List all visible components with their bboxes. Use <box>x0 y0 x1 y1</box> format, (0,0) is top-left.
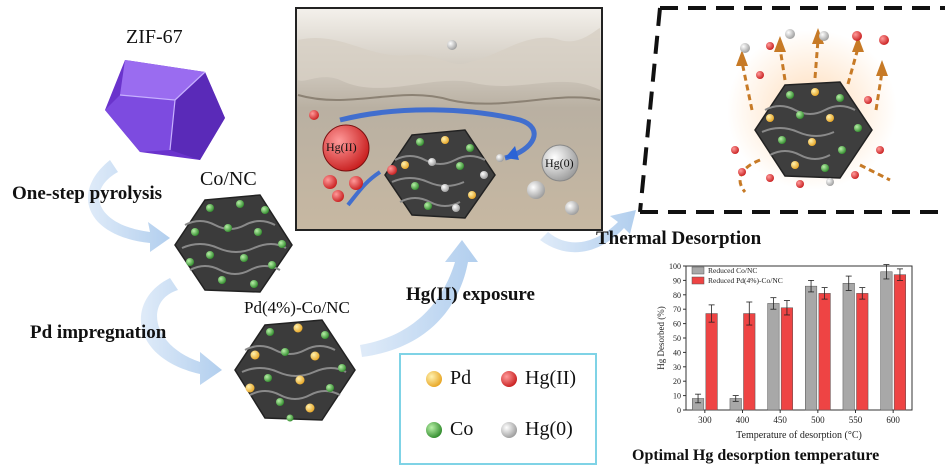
chart-bar-conc <box>805 286 817 410</box>
conc-particle <box>175 195 292 292</box>
chart-y-tick-label: 40 <box>673 348 681 357</box>
chart-x-tick-label: 550 <box>849 415 863 425</box>
liquid-panel <box>296 8 602 230</box>
desorption-particle <box>727 28 897 192</box>
legend-swatch-hg2 <box>501 371 517 387</box>
chart-y-tick-label: 80 <box>673 291 681 300</box>
chart-y-tick-label: 70 <box>673 305 681 314</box>
chart-legend-label: Reduced Pd(4%)-Co/NC <box>708 276 783 285</box>
chart-bar-pdconc <box>706 314 718 410</box>
chart-bar-conc <box>843 283 855 410</box>
pyrolysis-label: One-step pyrolysis <box>12 183 162 205</box>
hg2-bubble-label: Hg(II) <box>326 140 357 155</box>
impregnation-label: Pd impregnation <box>30 322 166 344</box>
chart-y-tick-label: 10 <box>673 392 681 401</box>
legend-swatch-pd <box>426 371 442 387</box>
chart-y-axis-label: Hg Desorbed (%) <box>656 306 666 369</box>
chart-bar-conc <box>768 303 780 410</box>
chart-plot-area <box>686 266 912 410</box>
legend-label-pd: Pd <box>450 367 471 390</box>
chart-bar-pdconc <box>894 275 906 410</box>
chart-x-tick-label: 450 <box>773 415 787 425</box>
legend-label-co: Co <box>450 418 473 441</box>
pdconc-label: Pd(4%)-Co/NC <box>244 298 350 318</box>
zif67-label: ZIF-67 <box>126 26 183 49</box>
chart-bar-pdconc <box>781 308 793 410</box>
chart-x-tick-label: 400 <box>736 415 750 425</box>
chart-bar-pdconc <box>857 293 869 410</box>
chart-y-tick-label: 30 <box>673 363 681 372</box>
legend-label-hg0: Hg(0) <box>525 418 573 441</box>
pdconc-particle <box>235 320 355 422</box>
chart-bar-pdconc <box>819 293 831 410</box>
chart-bar-pdconc <box>744 314 756 410</box>
conc-label: Co/NC <box>200 168 257 191</box>
optimal-temperature-caption: Optimal Hg desorption temperature <box>632 447 879 465</box>
chart-legend-label: Reduced Co/NC <box>708 266 757 275</box>
chart-legend-swatch <box>692 277 704 284</box>
chart-y-tick-label: 90 <box>673 276 681 285</box>
chart-x-tick-label: 300 <box>698 415 712 425</box>
chart-y-tick-label: 60 <box>673 320 681 329</box>
chart-y-tick-label: 50 <box>673 334 681 343</box>
chart-y-tick-label: 20 <box>673 377 681 386</box>
thermal-desorption-label: Thermal Desorption <box>596 228 761 250</box>
arrow-pyrolysis <box>88 160 170 252</box>
legend-label-hg2: Hg(II) <box>525 367 576 390</box>
desorption-bar-chart: 0 10 20 30 40 50 60 70 80 90 100 300 400 450 500 550 600… <box>652 252 920 447</box>
hg0-bubble-label: Hg(0) <box>545 156 574 171</box>
legend-swatch-hg0 <box>501 422 517 438</box>
chart-legend-swatch <box>692 267 704 274</box>
chart-x-tick-label: 600 <box>886 415 900 425</box>
exposure-label: Hg(II) exposure <box>406 284 535 306</box>
chart-x-tick-label: 500 <box>811 415 825 425</box>
chart-y-tick-label: 0 <box>677 406 681 415</box>
chart-y-tick-label: 100 <box>669 262 681 271</box>
legend-swatch-co <box>426 422 442 438</box>
chart-x-axis-label: Temperature of desorption (°C) <box>736 430 862 441</box>
chart-bar-conc <box>881 272 893 410</box>
zif67-crystal <box>105 60 225 160</box>
